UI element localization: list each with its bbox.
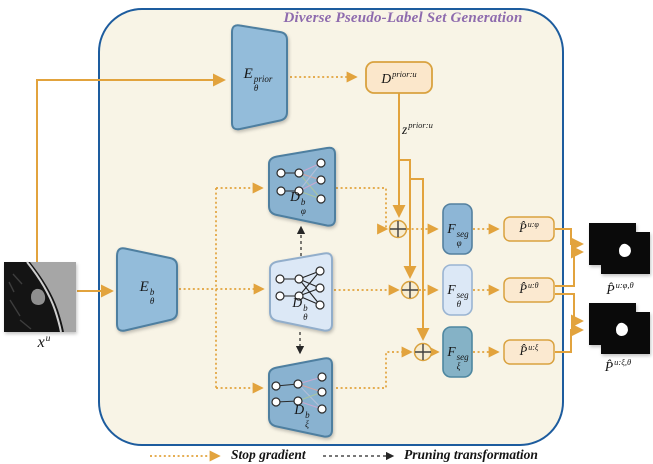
output-top-label: P̂u:φ,θ: [606, 280, 634, 297]
seg-head-phi-box: [442, 203, 473, 255]
decoder-theta: [269, 252, 333, 332]
legend-pruning-label: Pruning transformation: [404, 447, 538, 462]
pseudo-theta-to-bottom-mask-arrow: [555, 293, 584, 328]
pruning-arrows: [295, 225, 395, 461]
pseudo-phi-label: P̂u:φ: [519, 220, 539, 236]
output-bottom-label: P̂u:ξ,θ: [604, 357, 632, 374]
pseudo-theta-to-top-mask-arrow: [555, 245, 584, 287]
latent-drop-line-3: [410, 178, 430, 341]
input-image: [4, 261, 76, 333]
pseudo-xi-to-mask-arrow: [555, 323, 584, 353]
pseudo-theta-box: [503, 277, 555, 303]
pseudo-theta-label: P̂u:θ: [519, 281, 539, 297]
stop-gradient-arrows: [150, 71, 500, 462]
output-mask-top: [589, 223, 650, 274]
prior-decoder-label: Dprior:u: [381, 69, 417, 86]
encoder-backbone: [116, 247, 178, 332]
seg-head-theta-box: [442, 264, 473, 316]
pseudo-xi-label: P̂u:ξ: [519, 343, 539, 359]
plus-circle-1: [388, 219, 408, 239]
decoder-xi: [268, 357, 333, 438]
encoder-prior: [231, 24, 288, 131]
latent-drop-line-2: [399, 159, 417, 279]
prior-decoder-box: [365, 61, 433, 94]
pseudo-xi-box: [503, 339, 555, 365]
decoder-phi-to-plus-arrow: [336, 187, 389, 235]
pseudo-phi-to-mask-arrow: [555, 228, 584, 251]
plus-circle-3: [413, 342, 433, 362]
input-to-prior-encoder-arrow: [36, 73, 226, 262]
pseudo-phi-box: [503, 216, 555, 242]
decoder-theta-network: [275, 266, 325, 310]
diagram-title: Diverse Pseudo-Label Set Generation: [283, 10, 523, 26]
sum-nodes: [388, 219, 433, 362]
legend-stop-gradient-label: Stop gradient: [231, 447, 306, 462]
input-label: xu: [37, 334, 51, 352]
decoder-phi: [268, 146, 336, 227]
plus-circle-2: [400, 280, 420, 300]
decoder-xi-network: [271, 372, 327, 414]
decoder-phi-network: [276, 158, 326, 204]
seg-head-xi-box: [442, 326, 473, 378]
decoder-xi-to-plus-arrow: [336, 346, 413, 389]
latent-label: zprior:u: [402, 120, 433, 137]
output-mask-bottom: [589, 303, 650, 354]
solid-flow-arrows: [36, 73, 584, 353]
